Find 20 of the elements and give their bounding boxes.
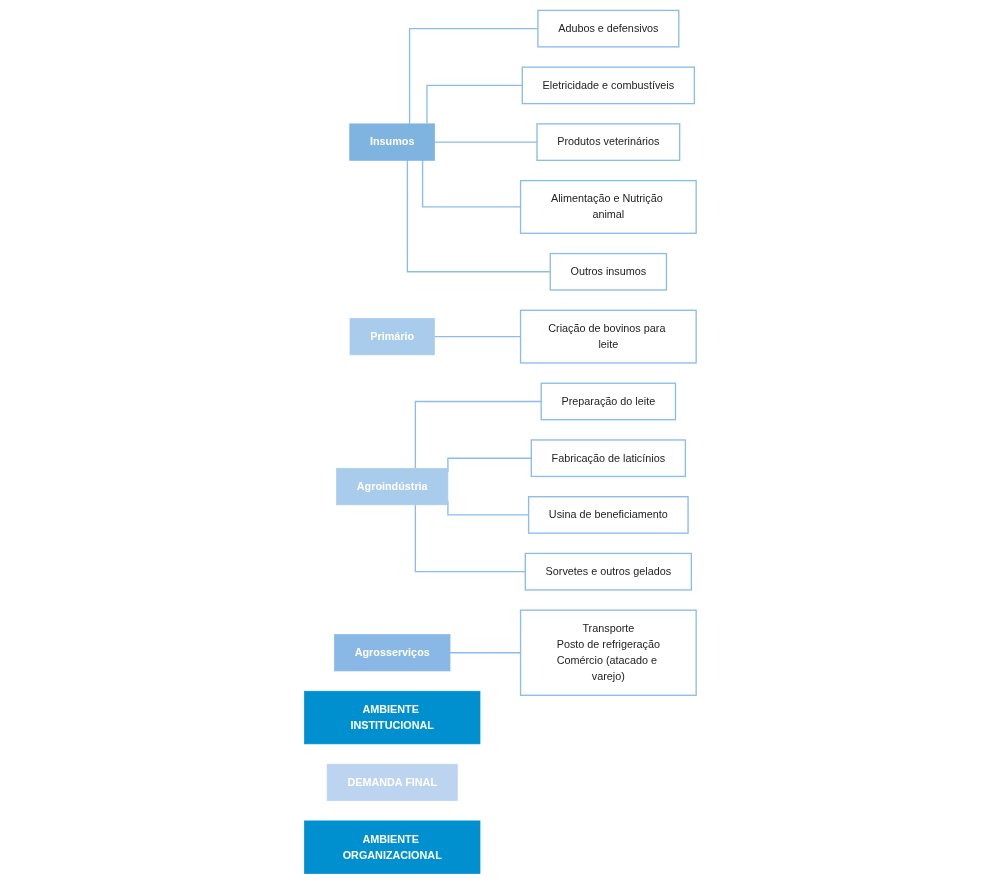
node-box: Adubos e defensivos [537,9,680,48]
node-box: DEMANDA FINAL [327,763,458,801]
node-box: Preparação do leite [540,382,677,421]
node-box: Primário [349,318,435,356]
node-box: Criação de bovinos para leite [520,309,698,364]
node-box: AMBIENTE INSTITUCIONAL [304,690,481,745]
node-box: Agrosserviços [334,634,451,672]
connector [434,141,538,143]
node-box: Outros insumos [549,252,668,291]
node-box: Insumos [349,123,436,161]
node-box: Produtos veterinários [536,123,681,161]
node-box: Fabricação de laticínios [530,439,687,478]
connector [409,27,539,125]
node-box: Sorvetes e outros gelados [524,552,693,591]
node-box: AMBIENTE ORGANIZACIONAL [304,820,481,874]
node-box: Usina de beneficiamento [528,496,689,534]
node-box: Alimentação e Nutrição animal [520,179,698,234]
node-box: Agroindústria [336,468,449,506]
node-box: Transporte Posto de refrigeração Comércio (atacado e varejo) [520,609,698,696]
node-box: Eletricidade e combustíveis [521,66,696,105]
